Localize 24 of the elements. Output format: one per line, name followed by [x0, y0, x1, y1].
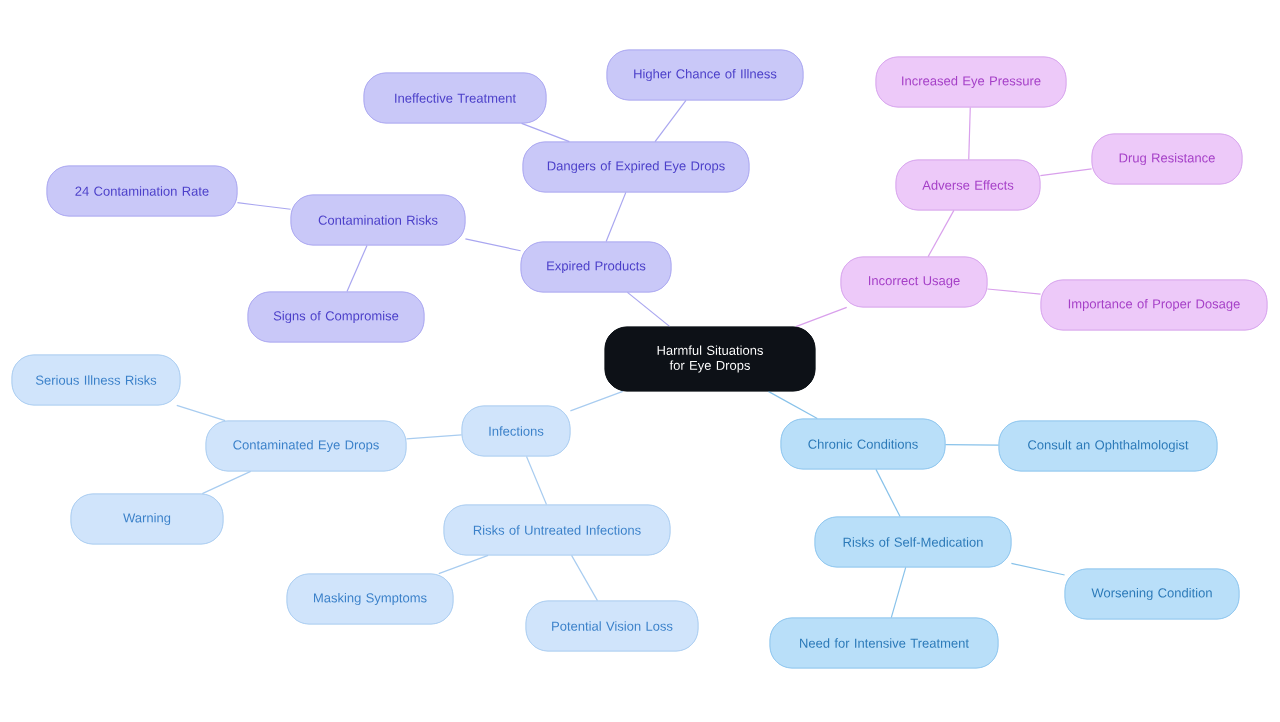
- connector-line: [605, 191, 627, 243]
- connector-line: [890, 566, 907, 619]
- connector-line: [927, 209, 955, 258]
- connector-line: [464, 238, 522, 252]
- connector-line: [626, 291, 671, 328]
- connector-line: [654, 99, 687, 143]
- connector-line: [944, 444, 1000, 446]
- connector-line: [968, 106, 971, 161]
- connector-line: [795, 306, 848, 328]
- connector-line: [201, 470, 252, 495]
- connector-line: [525, 455, 548, 506]
- connector-line: [405, 434, 463, 440]
- connector-line: [346, 244, 368, 293]
- connector-line: [438, 554, 489, 575]
- connector-line: [767, 390, 818, 420]
- connector-line: [569, 390, 624, 412]
- connector-line: [1010, 562, 1066, 576]
- connector-line: [236, 202, 292, 210]
- connector-line: [986, 288, 1042, 295]
- connector-line: [176, 404, 226, 422]
- connector-line: [875, 468, 901, 518]
- connector-line: [521, 122, 570, 143]
- connector-line: [1039, 168, 1093, 177]
- connector-line: [570, 554, 599, 602]
